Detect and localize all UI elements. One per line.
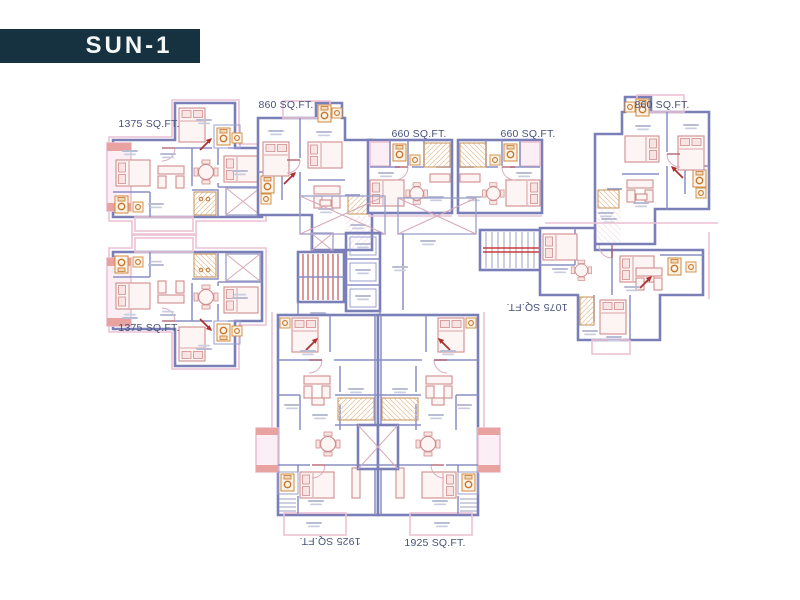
label-1375-upper: 1375 SQ.FT.: [118, 118, 179, 130]
unit-1075: [538, 226, 710, 355]
unit-660-a: [368, 140, 452, 216]
right-staircase: [478, 228, 544, 272]
label-1925-right: 1925 SQ.FT.: [404, 537, 465, 549]
label-860-right: 860 SQ.FT.: [634, 99, 689, 111]
unit-1375-lower: [107, 234, 266, 369]
label-1925-left: 1925 SQ.FT.: [299, 535, 360, 547]
label-1075: 1075 SQ.FT.: [506, 301, 567, 313]
bottom-block: [256, 312, 500, 535]
unit-860-right: [595, 95, 709, 244]
central-staircase: [296, 250, 346, 304]
label-1375-lower: 1375 SQ.FT.: [118, 322, 179, 334]
label-660-a: 660 SQ.FT.: [391, 128, 446, 140]
plan-title-chip: SUN-1: [0, 29, 200, 63]
plan-title-text: SUN-1: [85, 32, 173, 59]
service-shaft: [356, 423, 400, 471]
lift-shafts: [344, 231, 382, 313]
label-660-b: 660 SQ.FT.: [500, 128, 555, 140]
central-core: [296, 231, 408, 329]
area-labels: 1375 SQ.FT. 860 SQ.FT. 660 SQ.FT. 660 SQ…: [118, 99, 689, 549]
label-860-left: 860 SQ.FT.: [258, 99, 313, 111]
terrace-voids: [299, 195, 718, 246]
unit-660-b: [458, 140, 542, 216]
